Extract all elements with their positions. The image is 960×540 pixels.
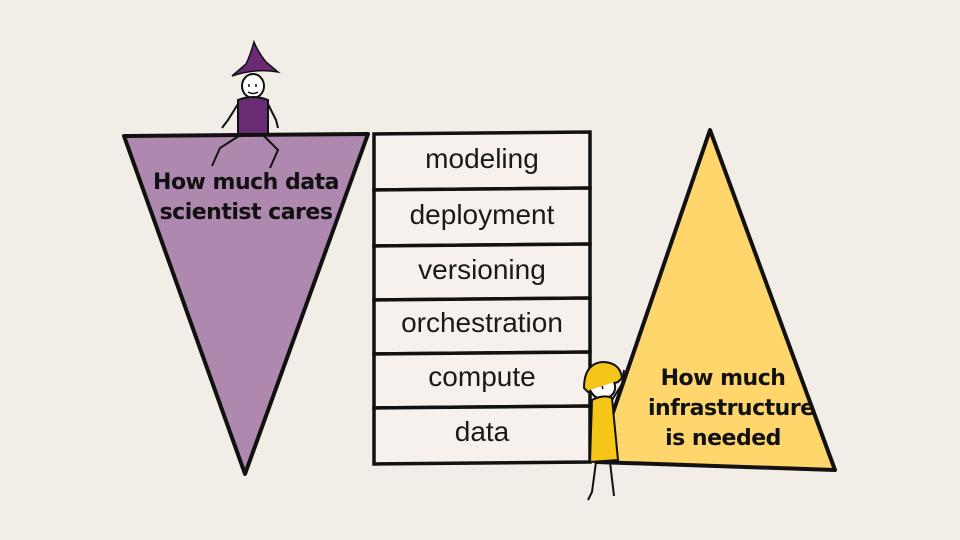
stack-label-modeling: modeling [425,143,539,174]
stack-label-compute: compute [428,361,536,392]
stack-label-versioning: versioning [418,254,546,285]
stack-label-data: data [454,416,510,447]
stack-label-deployment: deployment [409,199,555,230]
right-triangle-label: How much infrastructure is needed [648,366,815,451]
right-triangle [594,128,837,472]
left-triangle-label: How much data scientist cares [153,170,339,225]
worker-body [588,395,620,464]
worker-figure [582,360,625,501]
stack-boxes [372,130,592,466]
wizard-head [241,73,265,99]
wizard-hat-icon [231,39,281,77]
wizard-figure [211,39,281,169]
stack-label-orchestration: orchestration [401,307,563,338]
wizard-body [237,96,269,135]
